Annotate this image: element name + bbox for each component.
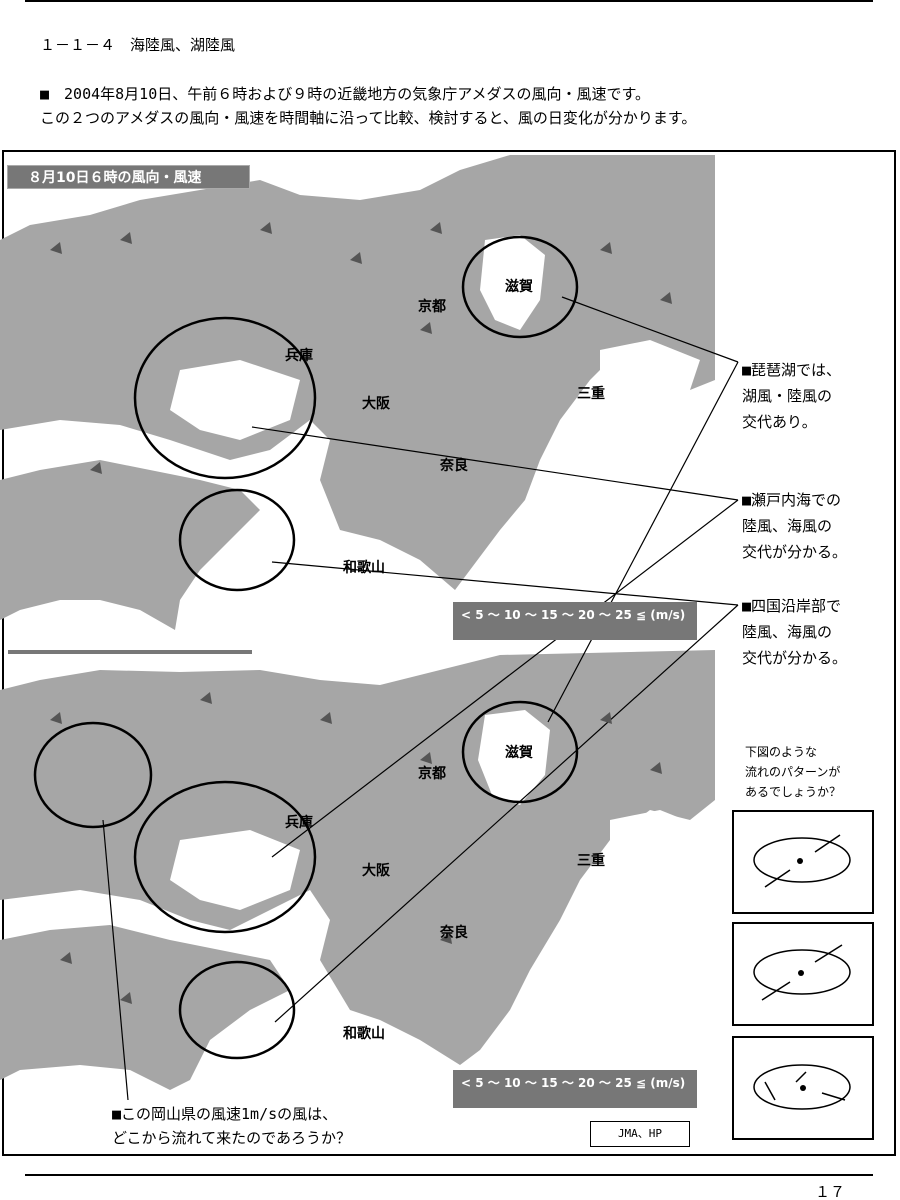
- pattern-diagram-1: [732, 810, 874, 914]
- note-line: ■瀬戸内海での: [742, 491, 842, 509]
- map-legend-top: < 5 ～ 10 ～ 15 ～ 20 ～ 25 ≦ (m/s): [453, 602, 697, 640]
- highlight-circles: [33, 235, 579, 1060]
- label-kyoto-bottom: 京都: [418, 766, 446, 782]
- label-kyoto: 京都: [418, 299, 446, 315]
- source-label: JMA、HP: [590, 1121, 690, 1147]
- page-number: １７: [815, 1183, 846, 1200]
- label-wakayama: 和歌山: [343, 560, 385, 576]
- note-seto: ■瀬戸内海での 陸風、海風の 交代が分かる。: [742, 487, 847, 565]
- note-line: ■琵琶湖では、: [742, 361, 842, 379]
- wind-arrows: [50, 222, 672, 1004]
- figure-frame: [2, 150, 896, 1156]
- label-mie: 三重: [577, 386, 605, 402]
- label-osaka: 大阪: [362, 396, 390, 412]
- intro-line-1: ■ 2004年8月10日、午前６時および９時の近畿地方の気象庁アメダスの風向・風…: [40, 85, 650, 103]
- note-line: 交代あり。: [742, 413, 817, 431]
- note-line: ■四国沿岸部で: [742, 597, 842, 615]
- label-shiga-bottom: 滋賀: [505, 745, 533, 761]
- note-line: 交代が分かる。: [742, 543, 848, 561]
- circle-shikoku-bottom: [178, 960, 296, 1060]
- note-question: 下図のような 流れのパターンが あるでしょうか？: [745, 742, 841, 802]
- circle-okayama: [33, 721, 153, 829]
- bottom-rule: [25, 1174, 873, 1176]
- label-nara: 奈良: [440, 458, 468, 474]
- label-hyogo-bottom: 兵庫: [285, 815, 313, 831]
- note-line: 陸風、海風の: [742, 623, 833, 641]
- note-line: あるでしょうか？: [745, 785, 842, 799]
- pattern-diagrams: [753, 834, 851, 1110]
- circle-shikoku-top: [178, 488, 296, 592]
- label-mie-bottom: 三重: [577, 853, 605, 869]
- note-shikoku: ■四国沿岸部で 陸風、海風の 交代が分かる。: [742, 593, 847, 671]
- label-nara-bottom: 奈良: [440, 925, 468, 941]
- intro-line-2: この２つのアメダスの風向・風速を時間軸に沿って比較、検討すると、風の日変化が分か…: [40, 109, 697, 127]
- note-line: ■この岡山県の風速1m/sの風は、: [112, 1105, 338, 1123]
- circle-seto-top: [133, 316, 317, 480]
- label-osaka-bottom: 大阪: [362, 863, 390, 879]
- note-line: 陸風、海風の: [742, 517, 833, 535]
- bottom-map-water: [170, 710, 710, 910]
- map-title: ８月10日６時の風向・風速: [7, 165, 250, 189]
- top-rule: [25, 0, 873, 2]
- map-legend-bottom: < 5 ～ 10 ～ 15 ～ 20 ～ 25 ≦ (m/s): [453, 1070, 697, 1108]
- note-line: 流れのパターンが: [745, 765, 841, 779]
- label-shiga: 滋賀: [505, 279, 533, 295]
- callout-lines: [102, 296, 739, 1101]
- pattern-diagram-3: [732, 1036, 874, 1140]
- label-wakayama-bottom: 和歌山: [343, 1026, 385, 1042]
- note-line: 下図のような: [745, 745, 818, 759]
- note-line: どこから流れて来たのであろうか？: [112, 1129, 351, 1147]
- top-map-water: [170, 235, 700, 440]
- label-hyogo: 兵庫: [285, 348, 313, 364]
- note-biwa: ■琵琶湖では、 湖風・陸風の 交代あり。: [742, 357, 841, 435]
- note-okayama: ■この岡山県の風速1m/sの風は、 どこから流れて来たのであろうか？: [112, 1102, 351, 1150]
- pattern-diagram-2: [732, 922, 874, 1026]
- circle-biwa-top: [461, 235, 579, 339]
- circle-seto-bottom: [133, 780, 317, 934]
- section-title: １－１－４ 海陸風、湖陸風: [40, 36, 236, 54]
- note-line: 湖風・陸風の: [742, 387, 833, 405]
- note-line: 交代が分かる。: [742, 649, 848, 667]
